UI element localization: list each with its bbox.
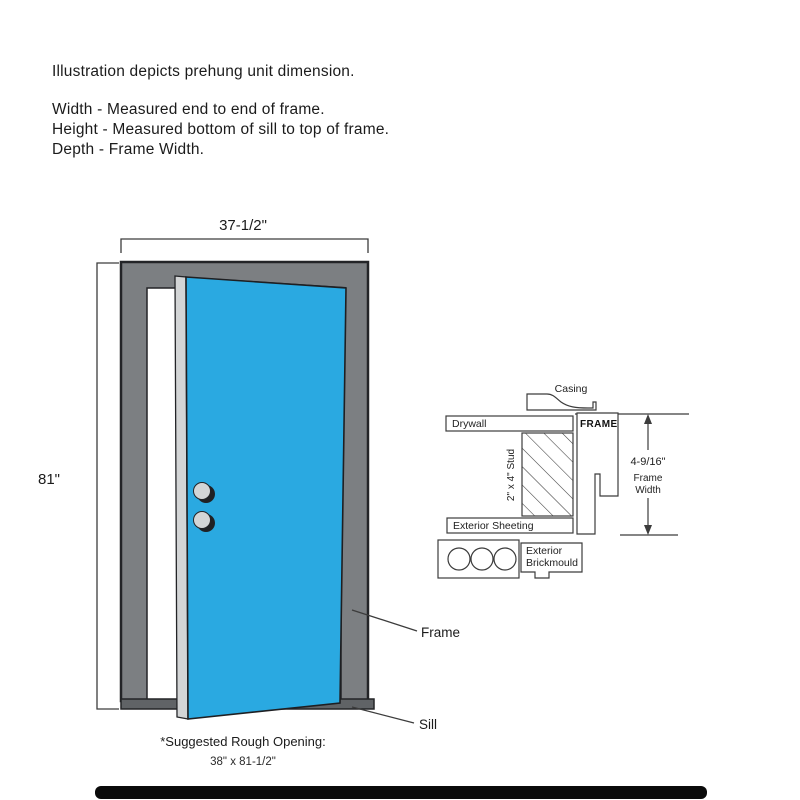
rough-opening-title: *Suggested Rough Opening:: [160, 734, 326, 749]
height-dimension-value: 81": [38, 471, 60, 488]
drywall-label: Drywall: [452, 418, 486, 430]
drywall-box: [445, 415, 574, 432]
intro-depth-definition: Depth - Frame Width.: [52, 141, 205, 158]
casing-profile: [526, 393, 597, 411]
height-dimension-line: [96, 262, 119, 710]
casing-label: Casing: [555, 383, 588, 395]
intro-width-definition: Width - Measured end to end of frame.: [52, 101, 325, 118]
dimension-arrow-up: [644, 414, 652, 424]
door-panel: [185, 276, 347, 720]
brickmould-profile: [520, 542, 583, 579]
rough-opening-size: 38" x 81-1/2": [210, 756, 276, 768]
video-progress-bar[interactable]: [95, 786, 707, 799]
brickmould-label-line2: Brickmould: [526, 557, 578, 569]
sheeting-box: [446, 517, 574, 534]
dimension-arrow-down: [644, 525, 652, 535]
door-knob: [193, 482, 211, 500]
intro-line: Illustration depicts prehung unit dimens…: [52, 63, 355, 80]
sheeting-label: Exterior Sheeting: [453, 520, 534, 532]
intro-height-definition: Height - Measured bottom of sill to top …: [52, 121, 390, 138]
width-dimension-line: [120, 238, 369, 253]
brick-hole-3: [493, 547, 517, 571]
brick-hole-2: [470, 547, 494, 571]
frame-callout-label: Frame: [421, 625, 460, 640]
intro-text-block: Illustration depicts prehung unit dimens…: [52, 62, 389, 160]
frame-leader-line: [351, 609, 418, 632]
frame-width-label-line2: Width: [635, 485, 661, 496]
frame-profile: [576, 412, 619, 535]
door-deadbolt: [193, 511, 211, 529]
frame-width-dimension-value: 4-9/16": [630, 456, 665, 468]
stud-label: 2" x 4" Stud: [506, 449, 517, 501]
brick-hole-1: [447, 547, 471, 571]
sill-callout-label: Sill: [419, 717, 437, 732]
frame-width-label-line1: Frame: [634, 473, 663, 484]
frame-profile-label: FRAME: [580, 419, 618, 430]
stud-box: [521, 432, 574, 517]
brick-box: [437, 539, 520, 579]
width-dimension-value: 37-1/2": [219, 217, 267, 234]
sill-leader-line: [351, 706, 415, 724]
brickmould-label-line1: Exterior: [526, 545, 563, 557]
